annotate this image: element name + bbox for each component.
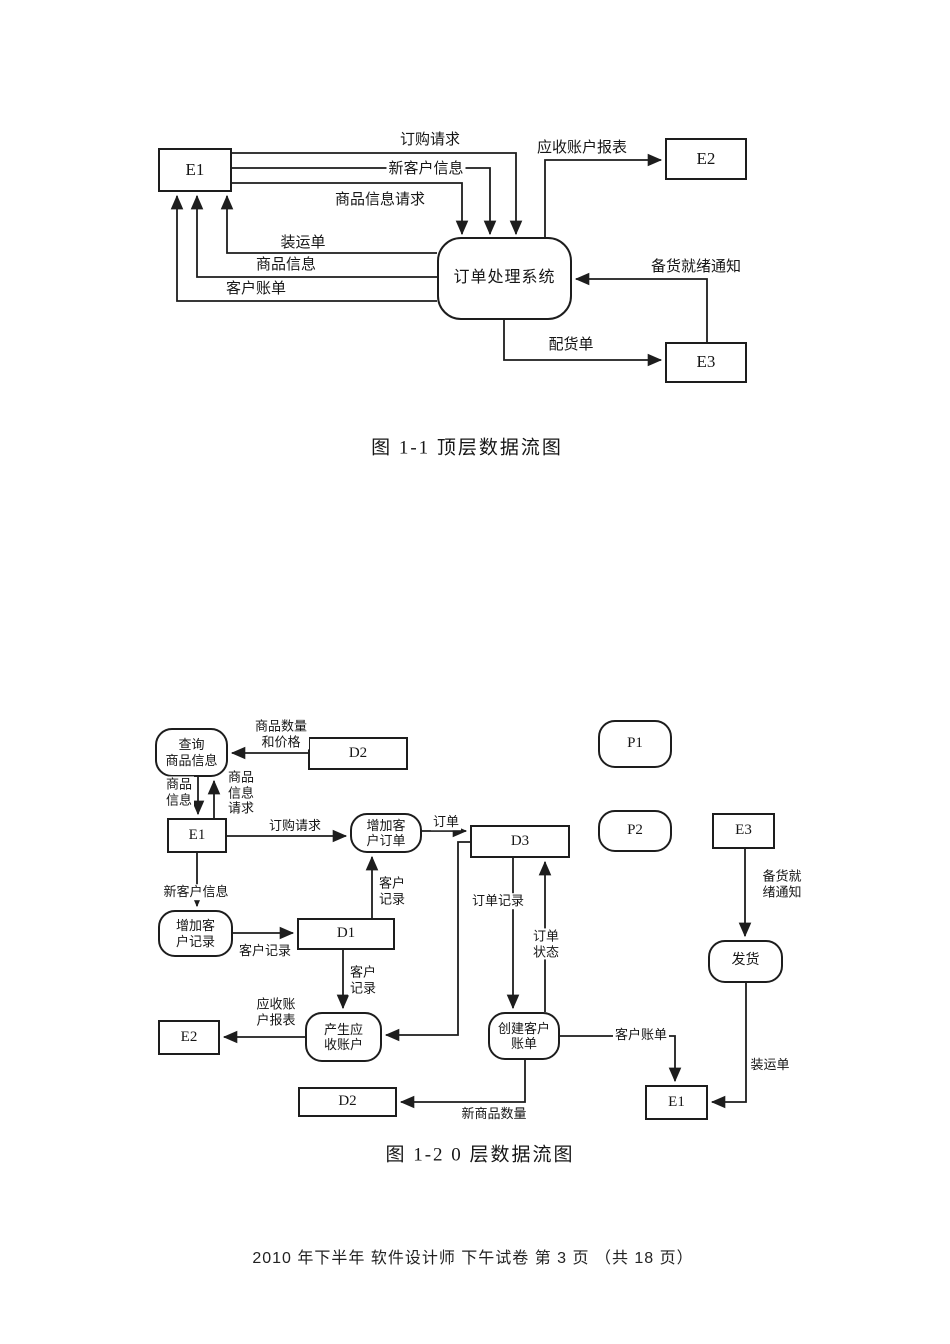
fig1-process-order-system: 订单处理系统 xyxy=(437,237,572,320)
fig2-label-shipping-order: 装运单 xyxy=(748,1057,792,1073)
fig2-datastore-d2-bottom: D2 xyxy=(298,1087,397,1117)
fig2-label-order-status: 订单 状态 xyxy=(530,928,562,960)
fig2-process-add-customer-record: 增加客 户记录 xyxy=(158,910,233,957)
fig1-entity-e1: E1 xyxy=(158,148,232,192)
fig2-entity-e1-bottom: E1 xyxy=(645,1085,708,1120)
fig1-flow-shipping-order xyxy=(220,194,437,254)
fig2-label-stock-ready-notice: 备货就 绪通知 xyxy=(760,868,804,900)
fig2-process-add-customer-order: 增加客 户订单 xyxy=(350,813,422,853)
fig1-label-product-info: 商品信息 xyxy=(253,256,319,274)
fig1-label-ar-report: 应收账户报表 xyxy=(534,139,630,157)
fig2-process-gen-accounts-receivable: 产生应 收账户 xyxy=(305,1012,382,1062)
fig1-flow-product-info-request xyxy=(232,182,469,236)
fig1-flow-new-customer-info xyxy=(232,167,497,236)
fig2-datastore-d2-top: D2 xyxy=(308,737,408,770)
fig1-label-new-customer-info: 新客户信息 xyxy=(386,160,466,178)
fig2-entity-e3: E3 xyxy=(712,813,775,849)
fig2-label-order: 订单 xyxy=(430,814,462,830)
fig2-label-customer-record-down: 客户 记录 xyxy=(347,964,379,996)
fig2-label-ar-report: 应收账 户报表 xyxy=(254,996,298,1028)
fig1-label-stock-ready-notice: 备货就绪通知 xyxy=(648,258,744,276)
fig2-datastore-d1: D1 xyxy=(297,918,395,950)
fig2-process-create-customer-bill: 创建客户 账单 xyxy=(488,1012,560,1060)
fig2-label-order-request: 订购请求 xyxy=(266,818,324,834)
fig2-label-customer-record-right: 客户记录 xyxy=(236,943,294,959)
fig2-flow-customer-bill xyxy=(560,1035,682,1083)
fig1-flow-order-request xyxy=(232,152,523,236)
fig1-flow-customer-bill xyxy=(170,194,437,302)
fig1-entity-e2: E2 xyxy=(665,138,747,180)
fig2-process-p1: P1 xyxy=(598,720,672,768)
fig1-flow-ar-report xyxy=(544,153,663,237)
fig2-process-ship: 发货 xyxy=(708,940,783,983)
fig2-label-customer-bill: 客户账单 xyxy=(612,1027,670,1043)
fig2-label-new-product-qty: 新商品数量 xyxy=(459,1106,529,1122)
fig1-caption: 图 1-1 顶层数据流图 xyxy=(371,437,563,459)
fig2-entity-e1-left: E1 xyxy=(167,818,227,853)
fig1-flow-product-info xyxy=(190,194,437,278)
fig2-label-order-record: 订单记录 xyxy=(469,893,527,909)
fig2-process-query-product-info: 查询 商品信息 xyxy=(155,728,228,777)
fig2-entity-e2: E2 xyxy=(158,1020,220,1055)
fig1-label-shipping-order: 装运单 xyxy=(278,234,328,252)
fig2-label-new-customer-info: 新客户信息 xyxy=(161,884,231,900)
fig2-flow-shipping-order xyxy=(710,983,747,1109)
fig1-label-customer-bill: 客户账单 xyxy=(223,280,289,298)
fig2-process-p2: P2 xyxy=(598,810,672,852)
fig2-flow-d3-to-gen-ar xyxy=(384,841,470,1042)
page-footer: 2010 年下半年 软件设计师 下午试卷 第 3 页 （共 18 页） xyxy=(252,1250,694,1267)
fig1-label-product-info-request: 商品信息请求 xyxy=(332,191,428,209)
fig2-label-product-qty-price: 商品数量 和价格 xyxy=(252,718,310,750)
fig1-label-delivery-order: 配货单 xyxy=(546,336,596,354)
fig1-label-order-request: 订购请求 xyxy=(397,131,463,149)
fig2-label-product-info: 商品 信息 xyxy=(163,776,195,808)
fig2-caption: 图 1-2 0 层数据流图 xyxy=(385,1144,575,1166)
fig1-flow-stock-ready-notice xyxy=(574,272,708,342)
fig2-label-customer-record-up: 客户 记录 xyxy=(376,875,408,907)
fig2-flow-new-product-qty xyxy=(399,1060,526,1109)
fig1-entity-e3: E3 xyxy=(665,342,747,383)
fig2-datastore-d3: D3 xyxy=(470,825,570,858)
fig1-flow-delivery-order xyxy=(503,320,663,367)
fig2-label-product-info-request: 商品 信息 请求 xyxy=(225,769,257,817)
